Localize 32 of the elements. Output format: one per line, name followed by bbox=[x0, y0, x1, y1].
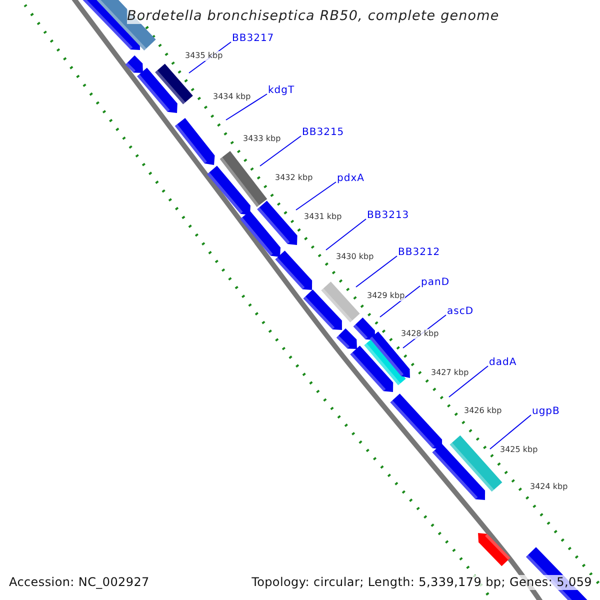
tick-label: 3430 kbp bbox=[336, 252, 374, 262]
accession-text: Accession: NC_002927 bbox=[9, 575, 150, 590]
tick-label: 3431 kbp bbox=[304, 212, 342, 222]
tick-label: 3434 kbp bbox=[213, 92, 251, 102]
leader-line bbox=[326, 218, 366, 250]
gene-label: BB3213 bbox=[367, 210, 410, 222]
leader-line bbox=[380, 286, 420, 318]
leader-line bbox=[490, 414, 532, 450]
leader-line bbox=[260, 136, 302, 166]
tick-label: 3428 kbp bbox=[401, 329, 439, 339]
tick-label: 3432 kbp bbox=[275, 173, 313, 183]
tick-label: 3427 kbp bbox=[431, 368, 469, 378]
tick-label: 3429 kbp bbox=[367, 291, 405, 301]
gene-label: dadA bbox=[489, 357, 517, 369]
tick-label: 3424 kbp bbox=[530, 482, 568, 492]
gene-label: ugpB bbox=[532, 406, 560, 418]
leader-line bbox=[448, 366, 488, 398]
gene-label: panD bbox=[421, 277, 450, 289]
gene-label: pdxA bbox=[337, 173, 364, 185]
gene-label: kdgT bbox=[268, 85, 295, 97]
tick-label: 3435 kbp bbox=[185, 51, 223, 61]
gene-label: BB3215 bbox=[302, 127, 344, 139]
tick-label: 3433 kbp bbox=[243, 134, 281, 144]
gene-label: ascD bbox=[447, 306, 474, 318]
genome-summary: Topology: circular; Length: 5,339,179 bp; Genes: 5,059 bbox=[252, 575, 592, 590]
leader-line bbox=[226, 94, 268, 120]
gene-label: BB3212 bbox=[398, 247, 440, 259]
tick-label: 3425 kbp bbox=[500, 445, 538, 455]
leader-line bbox=[356, 256, 398, 288]
gene-label: BB3217 bbox=[232, 33, 274, 45]
leader-line bbox=[296, 182, 336, 210]
tick-label: 3426 kbp bbox=[464, 406, 502, 416]
